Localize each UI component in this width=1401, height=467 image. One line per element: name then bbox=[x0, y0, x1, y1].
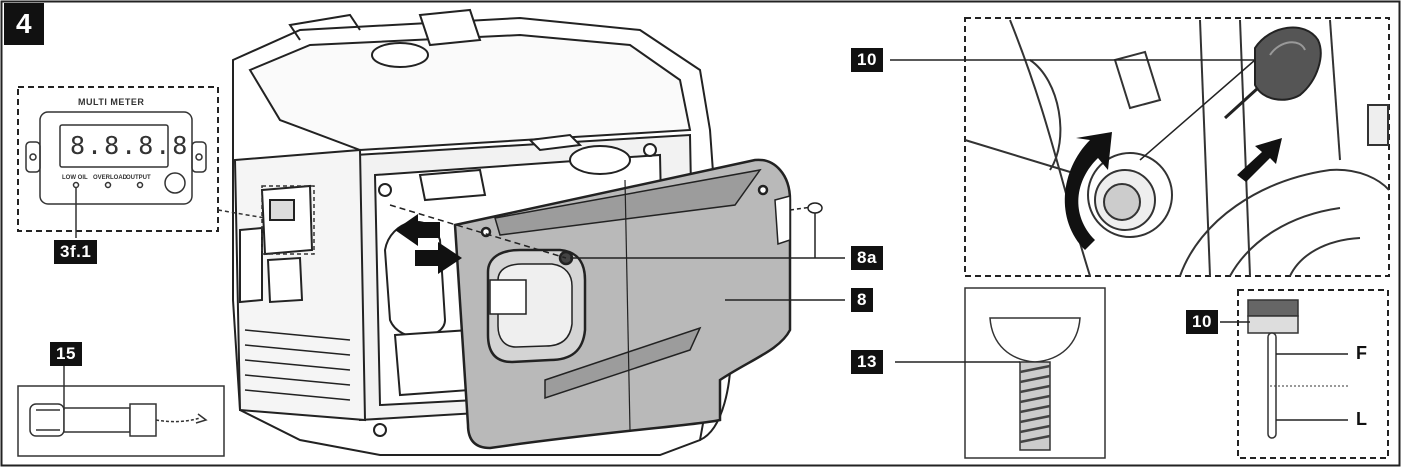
indicator-output: OUTPUT bbox=[126, 175, 151, 181]
oil-fill-detail bbox=[964, 19, 1390, 277]
indicator-low-oil: LOW OIL bbox=[62, 175, 88, 181]
callout-8a: 8a bbox=[851, 246, 883, 270]
oil-cap-icon bbox=[1223, 26, 1322, 120]
meter-leader bbox=[217, 209, 266, 219]
oil-cap-inset-frame bbox=[964, 17, 1390, 277]
rotation-arrow-icon bbox=[1064, 132, 1112, 250]
bolt-icon bbox=[989, 317, 1081, 451]
removal-arrows-icon bbox=[395, 214, 462, 274]
multimeter-icon bbox=[25, 111, 207, 238]
side-cover bbox=[453, 158, 792, 450]
dipstick-icon bbox=[1247, 299, 1299, 439]
fuse-icon bbox=[29, 366, 208, 437]
multimeter-title: MULTI METER bbox=[78, 97, 145, 107]
level-low-label: L bbox=[1356, 409, 1367, 429]
multimeter-display: 8.8.8.8 bbox=[70, 131, 190, 160]
callout-3f1: 3f.1 bbox=[54, 240, 98, 264]
level-full-label: F bbox=[1356, 343, 1367, 363]
callout-15: 15 bbox=[50, 342, 82, 366]
callout-13: 13 bbox=[851, 350, 883, 374]
indicator-overload: OVERLOAD bbox=[93, 175, 128, 181]
figure-number-label: 4 bbox=[4, 3, 45, 45]
callout-10-top: 10 bbox=[851, 48, 883, 72]
callout-10-bottom: 10 bbox=[1186, 310, 1218, 334]
callout-8: 8 bbox=[851, 288, 873, 312]
multimeter-inset-frame bbox=[17, 86, 219, 232]
screw-icon bbox=[807, 202, 823, 252]
panel-highlight bbox=[261, 185, 315, 255]
insert-arrow-icon bbox=[1237, 138, 1282, 182]
